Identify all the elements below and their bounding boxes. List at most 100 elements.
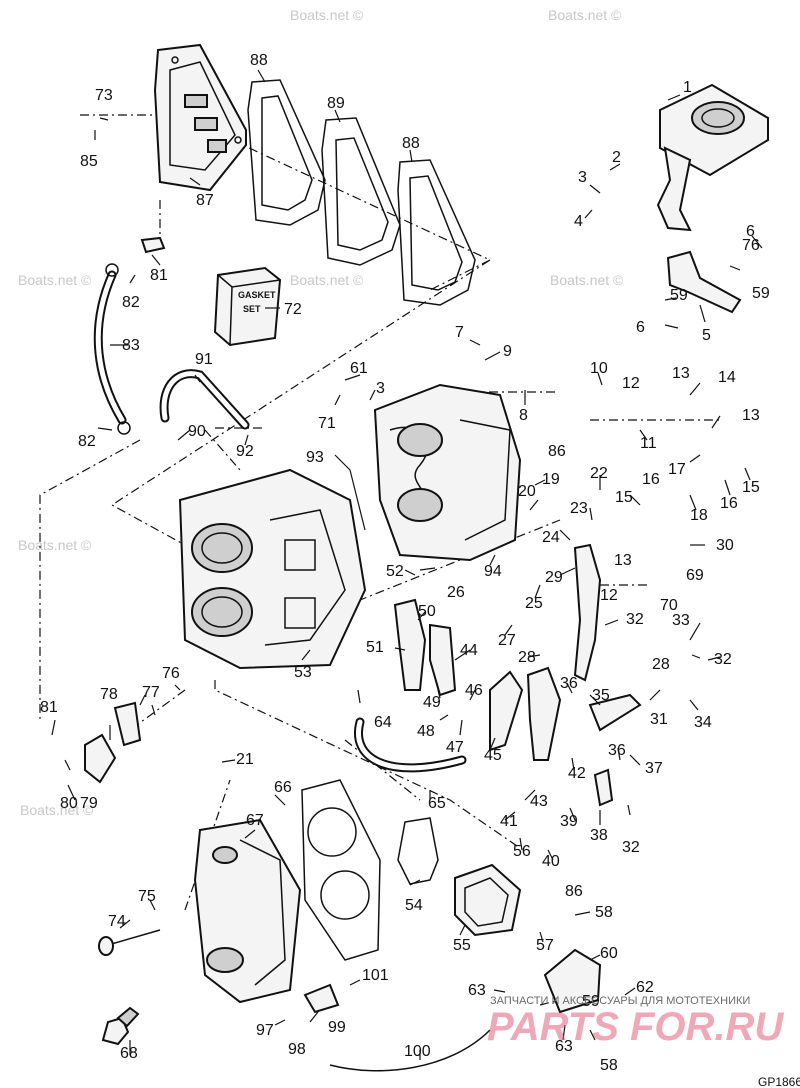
leader-lines	[51, 69, 763, 1060]
callout: 24	[542, 529, 560, 546]
brand-watermark: ЗАПЧАСТИ И АКСЕССУАРЫ ДЛЯ МОТОТЕХНИКИ PA…	[487, 995, 784, 1049]
callout: 26	[447, 584, 465, 601]
callout: 45	[484, 747, 502, 764]
callout: 17	[668, 461, 686, 478]
bolt	[107, 929, 161, 946]
callout: 9	[503, 343, 512, 360]
crankcase-half	[373, 383, 522, 562]
callout: 61	[350, 360, 368, 377]
gasket-inner	[261, 95, 313, 211]
callout: 59	[582, 993, 600, 1010]
callout: 1	[683, 79, 692, 96]
callout: 7	[455, 324, 464, 341]
callout: 11	[640, 435, 657, 452]
callout: 69	[686, 567, 704, 584]
divider-plate	[321, 117, 401, 266]
callout: 88	[250, 52, 268, 69]
callout: 37	[645, 760, 663, 777]
callout: 77	[142, 684, 160, 701]
callout: 68	[120, 1045, 138, 1062]
callout: 94	[484, 563, 502, 580]
callout: 22	[590, 465, 608, 482]
exhaust-cover-plate	[153, 43, 247, 192]
callout: 25	[525, 595, 543, 612]
throttle-linkage	[393, 543, 642, 807]
callout: 55	[453, 937, 471, 954]
callout: 15	[615, 489, 633, 506]
callout: 76	[742, 237, 760, 254]
callout: 2	[612, 149, 621, 166]
callout: 27	[498, 632, 516, 649]
callout: 65	[428, 795, 446, 812]
callout: 99	[328, 1019, 346, 1036]
callout: 10	[590, 360, 608, 377]
gasket-set-label: SET	[243, 304, 261, 314]
callout: 67	[246, 812, 264, 829]
callout: 35	[592, 687, 610, 704]
callout: 75	[138, 888, 156, 905]
callout: 15	[742, 479, 760, 496]
mounting-bracket	[656, 83, 769, 232]
callout: 3	[376, 380, 385, 397]
callout: 8	[519, 407, 528, 424]
sender-unit	[303, 983, 340, 1014]
callout: 64	[374, 714, 392, 731]
brand-logo-text: PARTS FOR.RU	[487, 1005, 784, 1049]
watermark: Boats.net ©	[18, 537, 92, 553]
cover	[84, 733, 117, 784]
callout: 89	[327, 95, 345, 112]
watermark-layer: Boats.net © Boats.net © Boats.net © Boat…	[18, 7, 624, 818]
divider-plate-inner	[335, 137, 389, 251]
hose	[354, 717, 467, 773]
callout: 66	[274, 779, 292, 796]
callout: 48	[417, 723, 435, 740]
cover-gasket	[397, 817, 439, 885]
callout: 78	[100, 686, 118, 703]
callout: 63	[555, 1038, 573, 1055]
callout: 5	[702, 327, 711, 344]
callout: 31	[650, 711, 668, 728]
gasket-set-box: GASKET SET	[213, 266, 282, 347]
callout: 86	[548, 443, 566, 460]
callout: 49	[423, 694, 441, 711]
callout: 36	[608, 742, 626, 759]
callout: 41	[500, 813, 518, 830]
callout: 87	[196, 192, 214, 209]
gasket	[247, 79, 326, 226]
callout: 23	[570, 500, 588, 517]
watermark: Boats.net ©	[290, 7, 364, 23]
callout: 73	[95, 87, 113, 104]
bracket	[543, 948, 602, 1014]
callout: 13	[742, 407, 760, 424]
cylinder-head	[193, 818, 302, 1004]
callout: 3	[578, 169, 587, 186]
callout: 81	[150, 267, 168, 284]
callout: 80	[60, 795, 78, 812]
callout: 86	[565, 883, 583, 900]
watermark: Boats.net ©	[18, 272, 92, 288]
callout: 98	[288, 1041, 306, 1058]
callout: 52	[386, 563, 404, 580]
callout: 81	[40, 699, 58, 716]
callout: 12	[600, 587, 618, 604]
callout: 36	[560, 675, 578, 692]
callout: 58	[600, 1057, 618, 1074]
callout: 19	[542, 471, 560, 488]
callout: 82	[122, 294, 140, 311]
callout: 63	[468, 982, 486, 999]
small-bracket	[666, 250, 742, 314]
callout: 42	[568, 765, 586, 782]
callout: 30	[716, 537, 734, 554]
callout: 56	[513, 843, 531, 860]
clip	[117, 421, 131, 435]
callout: 60	[600, 945, 618, 962]
watermark: Boats.net ©	[548, 7, 622, 23]
gasket-inner	[409, 175, 463, 291]
callout: 92	[236, 443, 254, 460]
callout: 16	[720, 495, 738, 512]
hose	[159, 369, 250, 430]
callout: 93	[306, 449, 324, 466]
watermark: Boats.net ©	[290, 272, 364, 288]
callout: 51	[366, 639, 384, 656]
